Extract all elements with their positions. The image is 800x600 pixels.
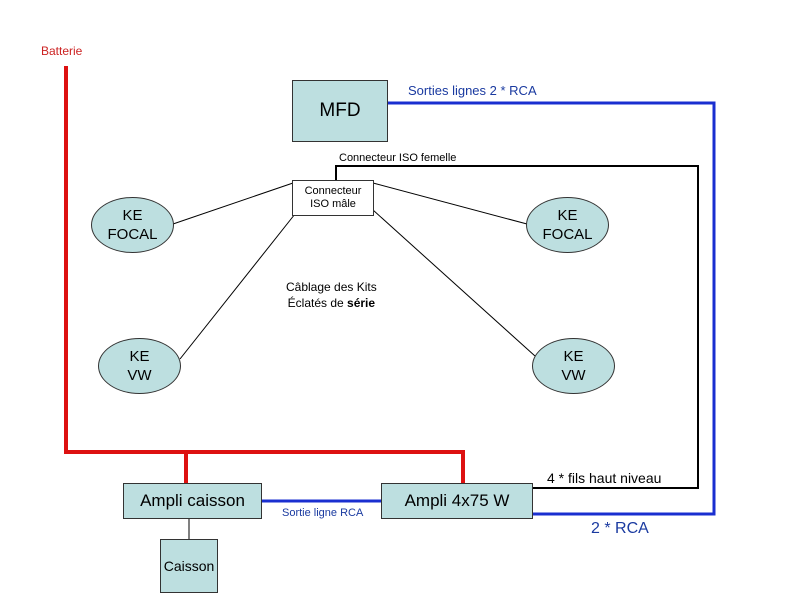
iso-male-line2: ISO mâle	[310, 198, 356, 210]
rca-wires	[262, 101, 716, 516]
speaker-line2: VW	[127, 367, 152, 384]
kits-caption-bold: série	[347, 296, 376, 310]
wire-to-ke-vw-left	[179, 213, 296, 360]
ampli-main-box: Ampli 4x75 W	[381, 483, 533, 519]
rca-lines-label: Sorties lignes 2 * RCA	[408, 83, 537, 98]
kits-caption: Câblage des Kits Éclatés de série	[286, 279, 377, 311]
iso-female-wire	[335, 165, 699, 489]
iso-female-label: Connecteur ISO femelle	[339, 152, 457, 164]
mfd-rca-wire	[388, 101, 716, 516]
subwoofer-box: Caisson	[160, 539, 218, 593]
rca-out-label: 2 * RCA	[591, 520, 649, 537]
kits-caption-line2: Éclatés de série	[286, 295, 377, 311]
wire-to-ke-focal-right	[372, 182, 528, 225]
battery-wire	[64, 66, 465, 483]
wire-to-ke-focal-left	[172, 182, 294, 225]
speaker-ke-focal-right: KE FOCAL	[526, 197, 609, 253]
speaker-line2: FOCAL	[542, 226, 593, 243]
speaker-ke-vw-left: KE VW	[98, 338, 181, 394]
rca-sub-label: Sortie ligne RCA	[282, 507, 364, 519]
power-wires	[64, 66, 465, 483]
speaker-line1: KE	[129, 348, 150, 365]
speaker-ke-focal-left: KE FOCAL	[91, 197, 174, 253]
speaker-line1: KE	[563, 348, 584, 365]
kits-caption-line1: Câblage des Kits	[286, 280, 377, 294]
iso-male-line1: Connecteur	[304, 185, 362, 197]
battery-label: Batterie	[41, 44, 83, 58]
mfd-box: MFD	[292, 80, 388, 142]
speaker-line1: KE	[557, 207, 578, 224]
kits-caption-prefix: Éclatés de	[287, 296, 348, 310]
speaker-line2: VW	[561, 367, 586, 384]
high-level-label: 4 * fils haut niveau	[547, 470, 662, 486]
speaker-line2: FOCAL	[107, 226, 158, 243]
speaker-ke-vw-right: KE VW	[532, 338, 615, 394]
iso-male-connector: Connecteur ISO mâle	[292, 180, 374, 216]
speaker-line1: KE	[122, 207, 143, 224]
ampli-sub-box: Ampli caisson	[123, 483, 262, 519]
wire-to-ke-vw-right	[372, 209, 536, 357]
speaker-wires	[172, 165, 699, 539]
